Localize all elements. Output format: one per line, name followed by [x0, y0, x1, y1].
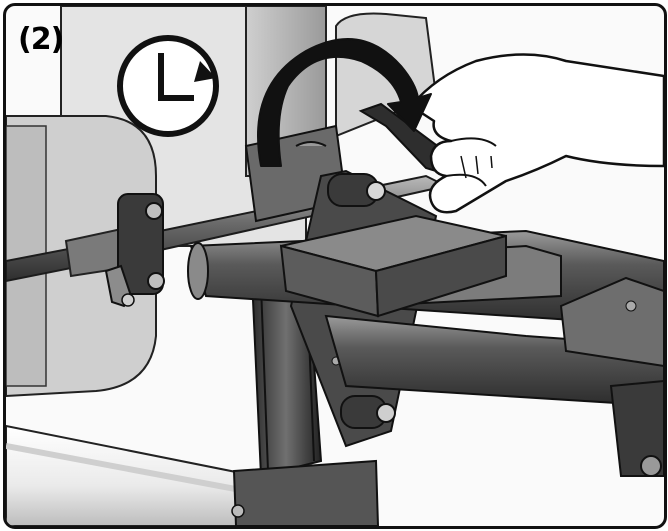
hand-icon	[409, 53, 664, 214]
clock-icon	[117, 35, 219, 137]
illustration-frame: (2)	[3, 3, 667, 529]
right-end-block	[559, 276, 664, 477]
step-number-label: (2)	[18, 22, 64, 57]
left-bracket	[104, 193, 165, 308]
assembly-illustration	[6, 6, 664, 526]
lower-knob	[340, 395, 396, 429]
vertical-post	[231, 249, 380, 526]
white-roll	[6, 424, 257, 526]
rotate-arrow-icon	[257, 38, 432, 167]
carriage-box	[279, 214, 507, 318]
